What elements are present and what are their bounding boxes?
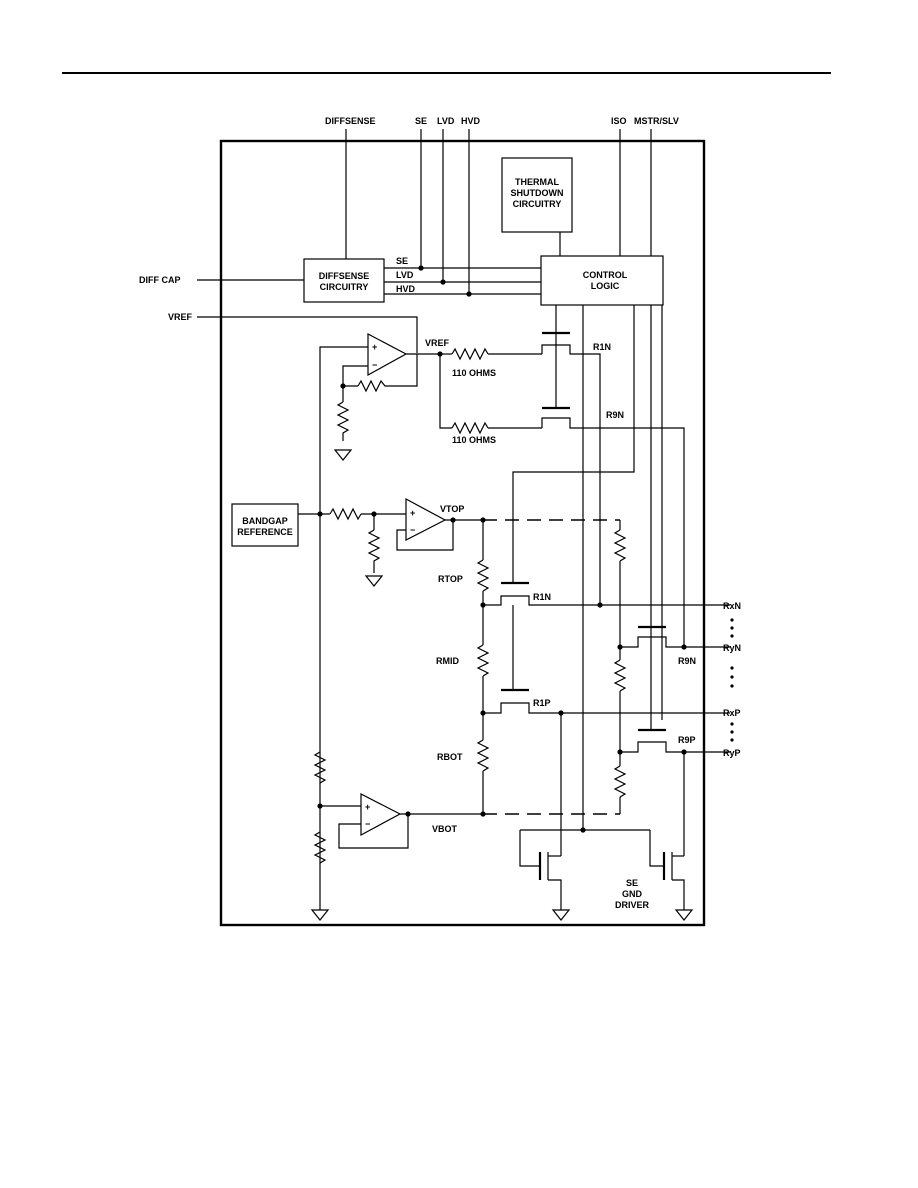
output-rxn: RxN	[723, 601, 741, 611]
opamp1-minus: −	[372, 360, 377, 370]
diffsense-block	[303, 258, 385, 303]
divider-resistor-top	[313, 751, 327, 784]
pin-diff-cap: DIFF CAP	[139, 275, 181, 285]
label-r9n: R9N	[678, 656, 696, 666]
control-label-1: CONTROL	[583, 270, 628, 280]
resistor-110-b	[451, 421, 489, 435]
control-output-wires	[512, 305, 663, 830]
ground-symbol-3	[310, 909, 330, 921]
pin-vref: VREF	[168, 312, 193, 322]
output-ryp: RyP	[723, 748, 741, 758]
pin-mstr-slv: MSTR/SLV	[634, 116, 679, 126]
bandgap-ground-resistor	[367, 529, 381, 573]
diffsense-label-2: CIRCUITRY	[320, 282, 369, 292]
resistor-right-top	[613, 529, 627, 562]
opamp3-minus: −	[365, 819, 370, 829]
transistor-r9n-upper	[541, 333, 685, 647]
output-rxp: RxP	[723, 708, 741, 718]
output-ryn: RyN	[723, 643, 741, 653]
bandgap-reference-block	[231, 503, 299, 547]
pin-diffsense: DIFFSENSE	[325, 116, 376, 126]
pin-hvd: HVD	[461, 116, 481, 126]
label-r1n-upper: R1N	[593, 342, 611, 352]
ground-driver-right	[649, 830, 694, 921]
divider-resistor-bot	[313, 831, 327, 864]
label-r1n: R1N	[533, 592, 551, 602]
diffsense-label-1: DIFFSENSE	[319, 271, 370, 281]
label-r1p: R1P	[533, 698, 551, 708]
thermal-shutdown-block	[501, 157, 573, 233]
transistor-r1n-upper	[541, 305, 601, 605]
thermal-label-2: SHUTDOWN	[511, 188, 564, 198]
pin-se: SE	[415, 116, 427, 126]
top-pin-wires	[345, 129, 652, 294]
ground-driver-left	[519, 830, 571, 921]
signal-vtop: VTOP	[440, 504, 464, 514]
vtop-opamp	[405, 497, 447, 541]
resistor-rbot	[476, 739, 490, 772]
bandgap-resistor	[329, 507, 362, 521]
signal-hvd: HVD	[396, 284, 416, 294]
label-rmid: RMID	[436, 656, 459, 666]
pin-iso: ISO	[611, 116, 627, 126]
ground-symbol-2	[364, 575, 384, 587]
label-110-ohms-b: 110 OHMS	[452, 435, 496, 445]
bandgap-label-1: BANDGAP	[242, 516, 288, 526]
label-se-gnd-driver-3: DRIVER	[615, 900, 650, 910]
continuation-dots	[730, 618, 734, 742]
signal-vbot: VBOT	[432, 824, 458, 834]
label-rtop: RTOP	[438, 574, 463, 584]
transistor-r1n	[483, 581, 730, 606]
opamp2-minus: −	[410, 525, 415, 535]
ground-resistor-1	[336, 401, 350, 441]
signal-lvd: LVD	[396, 270, 414, 280]
label-110-ohms-a: 110 OHMS	[452, 368, 496, 378]
control-buses	[384, 265, 541, 297]
resistor-rtop	[476, 559, 490, 592]
signal-vref: VREF	[425, 338, 450, 348]
opamp2-plus: +	[410, 508, 415, 518]
resistor-rmid	[476, 644, 490, 677]
signal-se: SE	[396, 256, 408, 266]
ground-symbol	[333, 449, 353, 461]
resistor-110-a	[451, 347, 489, 361]
label-se-gnd-driver-2: GND	[622, 889, 643, 899]
vbot-opamp	[360, 793, 402, 837]
opamp3-plus: +	[365, 802, 370, 812]
vref-opamp	[367, 333, 408, 377]
thermal-label-3: CIRCUITRY	[513, 199, 562, 209]
feedback-resistor-1	[357, 379, 389, 393]
label-r9n-upper: R9N	[606, 410, 624, 420]
control-label-2: LOGIC	[591, 281, 620, 291]
thermal-label-1: THERMAL	[515, 177, 559, 187]
resistor-right-mid	[613, 659, 627, 692]
bandgap-label-2: REFERENCE	[237, 527, 293, 537]
label-r9p: R9P	[678, 735, 696, 745]
transistor-r9p	[620, 622, 730, 753]
opamp1-plus: +	[372, 342, 377, 352]
chip-boundary	[219, 139, 706, 927]
control-logic-block	[540, 255, 664, 306]
label-se-gnd-driver-1: SE	[626, 878, 638, 888]
transistor-r9n	[620, 625, 730, 648]
label-rbot: RBOT	[437, 752, 463, 762]
resistor-right-bot	[613, 765, 627, 798]
pin-lvd: LVD	[437, 116, 455, 126]
